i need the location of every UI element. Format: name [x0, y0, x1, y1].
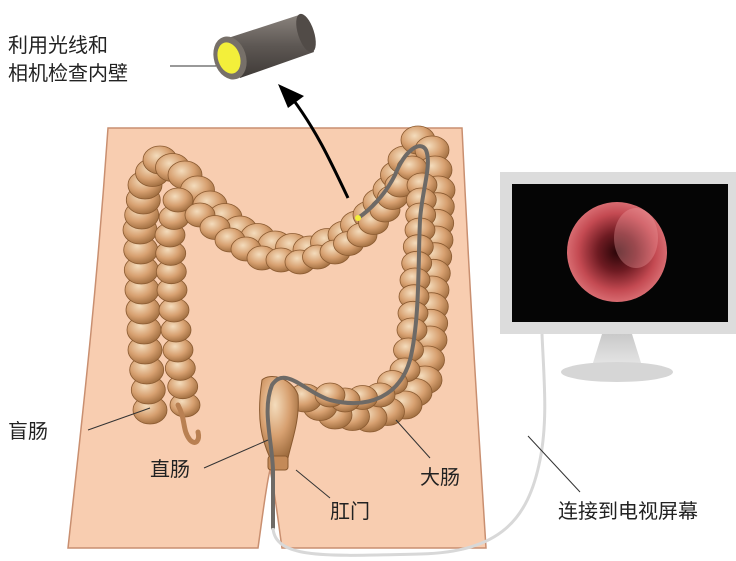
cecum-label: 盲肠: [8, 418, 48, 445]
monitor-label: 连接到电视屏幕: [558, 498, 698, 525]
monitor-base: [561, 362, 673, 382]
endoscope-tip-illustration: [208, 12, 320, 84]
monitor: [500, 172, 736, 382]
rectum-label: 直肠: [150, 456, 190, 483]
scope-caption-line2: 相机检查内壁: [8, 60, 128, 87]
scope-caption-line1: 利用光线和: [8, 32, 108, 59]
anus-label: 肛门: [330, 498, 370, 525]
scope-light-dot: [355, 215, 361, 221]
arrow-head-icon: [278, 84, 304, 108]
lumen-highlight: [614, 208, 658, 268]
large-intestine-label: 大肠: [420, 464, 460, 491]
monitor-neck: [592, 334, 642, 366]
